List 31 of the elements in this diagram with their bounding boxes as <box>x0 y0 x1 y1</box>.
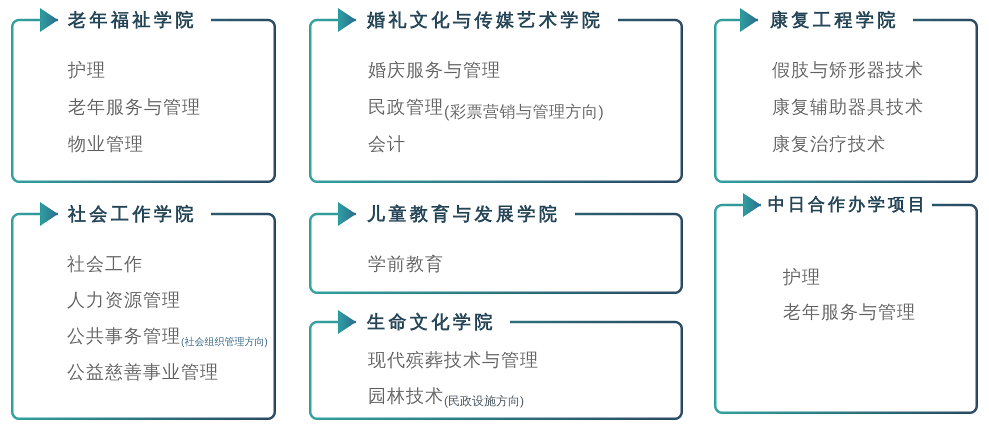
program-item: 公益慈善事业管理 <box>67 361 219 383</box>
program-item: 老年服务与管理 <box>68 96 201 118</box>
college-card <box>309 310 683 420</box>
college-heading: 社会工作学院 <box>58 202 211 226</box>
college-card <box>309 202 683 294</box>
college-card <box>714 8 978 183</box>
program-item: 民政管理$_{(彩票营销与管理方向)}$ <box>368 96 604 118</box>
program-item: 园林技术$_{(民政设施方向)}$ <box>368 385 524 407</box>
college-heading: 老年福祉学院 <box>58 8 211 32</box>
program-item: 康复治疗技术 <box>772 133 886 155</box>
college-heading: 婚礼文化与传媒艺术学院 <box>356 8 618 32</box>
program-item: 康复辅助器具技术 <box>772 96 924 118</box>
college-card <box>11 202 276 420</box>
program-item: 人力资源管理 <box>67 289 181 311</box>
college-heading: 生命文化学院 <box>356 310 510 334</box>
college-heading: 康复工程学院 <box>758 8 913 32</box>
college-card <box>714 193 978 414</box>
program-item: 学前教育 <box>368 253 444 275</box>
program-item: 护理 <box>783 266 821 288</box>
program-item: 社会工作 <box>67 253 143 275</box>
program-item: 物业管理 <box>68 133 144 155</box>
program-item: 老年服务与管理 <box>783 301 916 323</box>
college-card <box>11 8 276 183</box>
program-item: 公共事务管理$_{(社会组织管理方向)}$ <box>67 325 268 347</box>
college-card <box>309 8 683 183</box>
college-heading: 儿童教育与发展学院 <box>356 202 574 226</box>
program-item: 会计 <box>368 133 406 155</box>
program-item: 现代殡葬技术与管理 <box>368 349 539 371</box>
program-item: 婚庆服务与管理 <box>368 59 501 81</box>
program-item: 假肢与矫形器技术 <box>772 59 924 81</box>
program-item: 护理 <box>68 59 106 81</box>
